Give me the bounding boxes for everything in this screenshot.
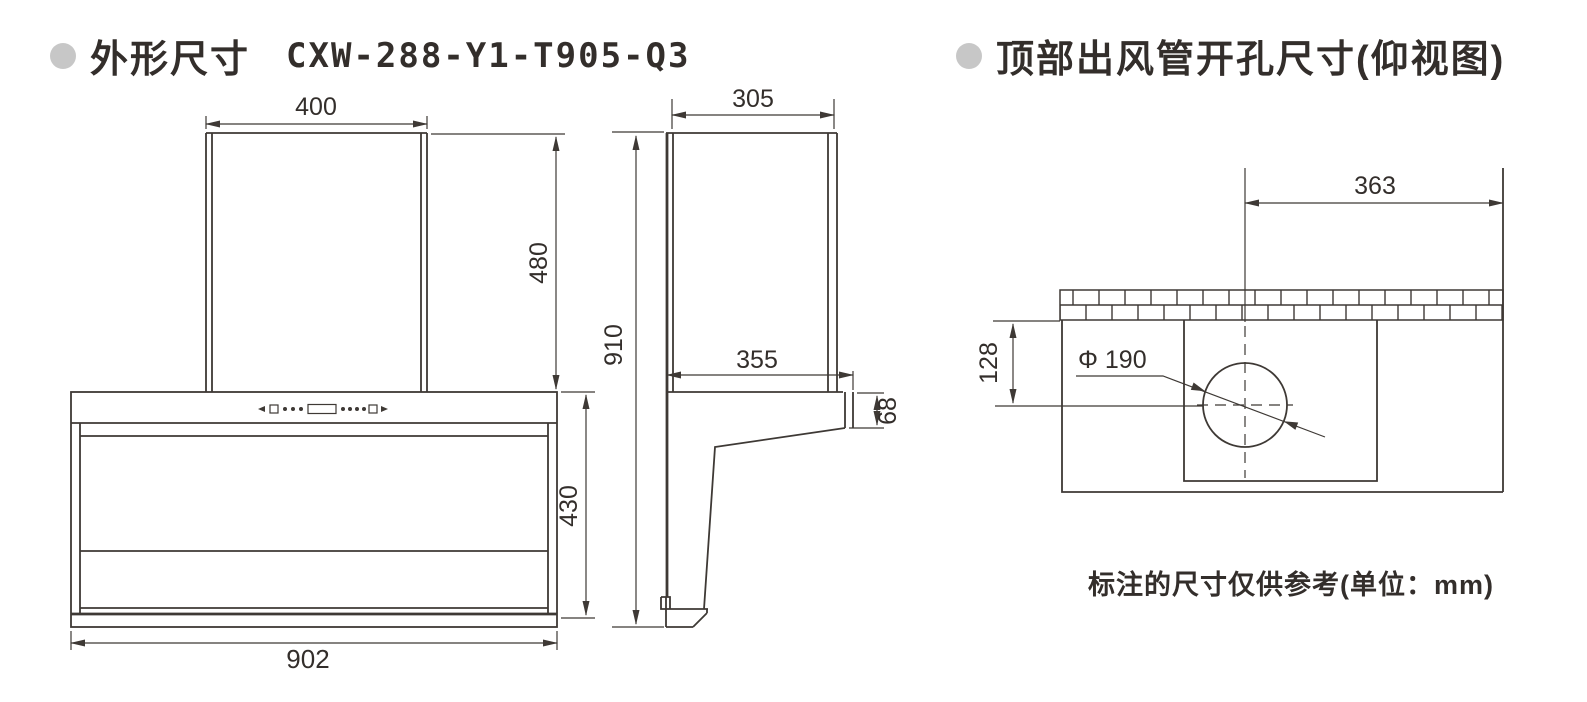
dim-label-910: 910	[600, 324, 628, 366]
dim-chimney-width: 400	[205, 93, 428, 129]
leader-arrowhead-icon	[1283, 421, 1299, 430]
dot-icon	[355, 407, 359, 411]
dim-label-diameter: Φ 190	[1078, 346, 1147, 374]
dim-label-363: 363	[1354, 172, 1396, 200]
right-section-header: 顶部出风管开孔尺寸(仰视图)	[956, 28, 1505, 83]
dim-label-480: 480	[525, 242, 553, 284]
display-window-icon	[307, 403, 337, 415]
front-body-details	[71, 422, 557, 614]
dim-front-edge-height: 68	[849, 392, 902, 429]
dim-label-430: 430	[555, 485, 583, 527]
side-view: 305 910 355 68	[600, 85, 902, 628]
dim-total-height: 910	[600, 131, 664, 628]
cutout-inner-rect	[1183, 320, 1378, 482]
dim-back-offset: 128	[975, 323, 1203, 407]
dim-center-to-right: 363	[1244, 172, 1504, 207]
footnote-text: 标注的尺寸仅供参考(单位：mm)	[1088, 570, 1494, 600]
dot-icon	[362, 407, 366, 411]
left-section-title: 外形尺寸	[90, 39, 251, 81]
dim-body-height: 430	[555, 391, 595, 619]
dim-hole-diameter: Φ 190	[1076, 346, 1326, 438]
wall-hatch-band	[1059, 289, 1504, 321]
dot-icon	[299, 407, 303, 411]
duct-hole-circle	[1202, 362, 1288, 448]
dim-label-305: 305	[732, 85, 774, 113]
dim-label-128: 128	[975, 342, 1003, 384]
dot-icon	[291, 407, 295, 411]
cutout-outer-rect	[1061, 168, 1504, 493]
gray-dot-icon	[50, 42, 76, 69]
gray-dot-icon	[956, 42, 982, 69]
dim-top-depth: 355	[666, 346, 854, 390]
front-view: 400 480 430 902	[70, 93, 595, 674]
side-body-profile	[660, 391, 854, 628]
left-section-header: 外形尺寸 CXW-288-Y1-T905-Q3	[50, 28, 690, 83]
front-chimney-outline	[205, 132, 428, 392]
front-body-outline	[70, 391, 558, 628]
button-square-icon	[269, 404, 279, 414]
dot-icon	[341, 407, 345, 411]
dim-label-400: 400	[295, 93, 337, 121]
cutout-view: 363 128 Φ 190	[975, 168, 1504, 493]
dim-total-width: 902	[70, 631, 558, 674]
right-section-title: 顶部出风管开孔尺寸(仰视图)	[996, 39, 1506, 81]
dim-label-355: 355	[736, 346, 778, 374]
dim-chimney-depth: 305	[671, 85, 835, 129]
dot-icon	[348, 407, 352, 411]
button-square-icon	[368, 404, 378, 414]
right-arrow-icon	[381, 406, 388, 412]
leader-arrowhead-icon	[1190, 382, 1206, 392]
dot-icon	[283, 407, 287, 411]
dim-chimney-height: 480	[431, 133, 565, 390]
control-panel-icons	[258, 403, 388, 415]
dim-label-902: 902	[286, 644, 329, 674]
side-chimney-outline	[666, 132, 838, 392]
model-number: CXW-288-Y1-T905-Q3	[286, 35, 691, 76]
left-arrow-icon	[258, 406, 265, 412]
dim-label-68: 68	[874, 397, 902, 425]
